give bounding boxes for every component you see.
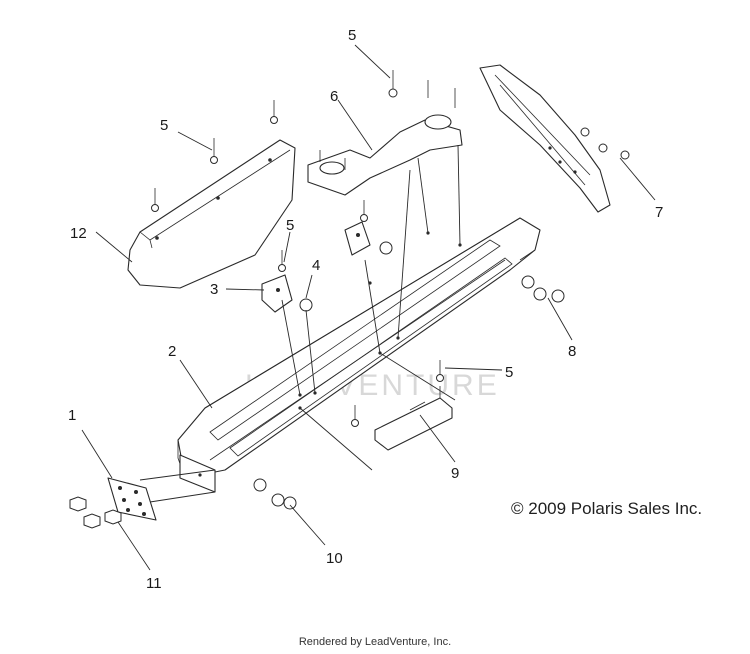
callout-9: 9	[451, 465, 459, 482]
cover-part-12	[127, 139, 296, 289]
copyright-notice: © 2009 Polaris Sales Inc.	[511, 499, 703, 518]
bracket-part-9	[374, 386, 453, 451]
nuts-part-10	[253, 478, 297, 510]
callout-2: 2	[168, 343, 176, 360]
callout-12: 12	[70, 225, 87, 242]
assembly-guide-lines	[139, 144, 461, 503]
side-shield-part-7	[479, 64, 611, 213]
callout-1: 1	[68, 407, 76, 424]
callout-5-a: 5	[286, 217, 294, 234]
callout-4: 4	[312, 257, 320, 274]
callout-11: 11	[146, 575, 162, 592]
callout-10: 10	[326, 550, 343, 567]
screws-part-5	[151, 70, 444, 427]
callout-6: 6	[330, 88, 338, 105]
mounting-plate-part-1	[107, 477, 157, 521]
bolts-part-11	[69, 496, 122, 529]
callout-5-c: 5	[348, 27, 356, 44]
render-credit: Rendered by LeadVenture, Inc.	[298, 636, 452, 648]
callout-8: 8	[568, 343, 576, 360]
upper-bracket-part-6	[307, 80, 463, 196]
callout-leaders	[81, 44, 656, 571]
callout-3: 3	[210, 281, 218, 298]
callout-7: 7	[655, 204, 663, 221]
nuts-part-8	[521, 275, 565, 303]
callout-5-d: 5	[505, 364, 513, 381]
callout-5-b: 5	[160, 117, 168, 134]
